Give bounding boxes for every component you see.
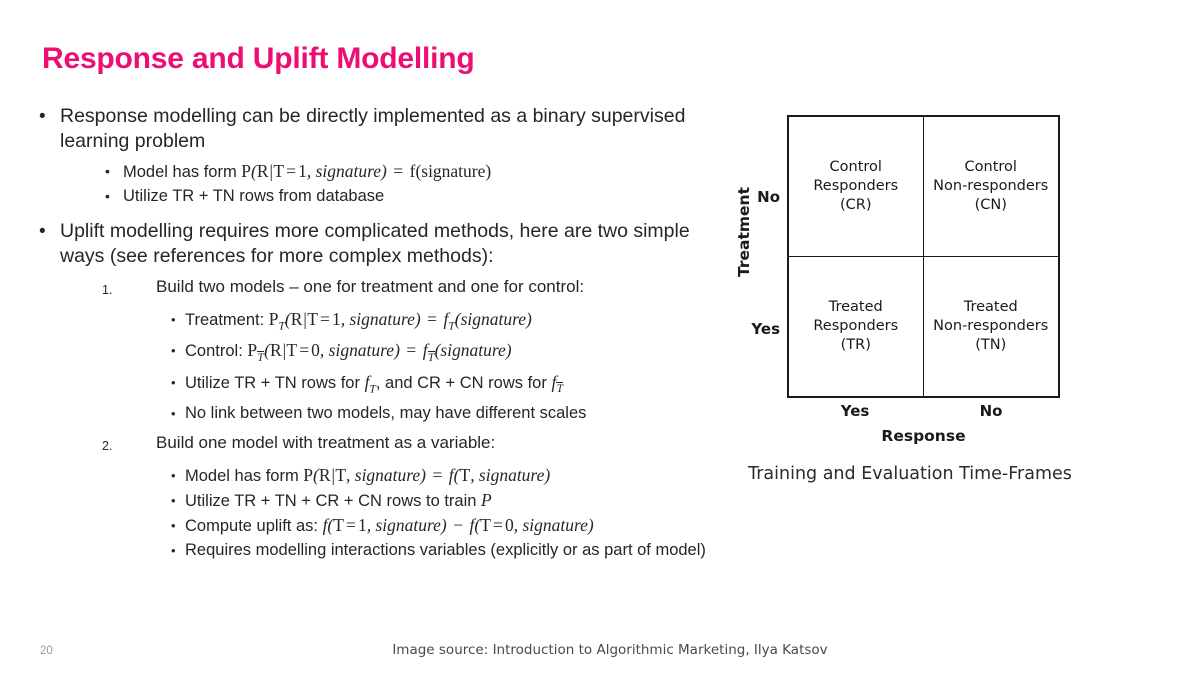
formula-response-model: P(R|T=1, signature) = f(signature) xyxy=(241,161,492,181)
list-item-text: No link between two models, may have dif… xyxy=(185,404,587,423)
list-item-label-2: , and CR + CN rows for xyxy=(375,373,552,392)
formula-f-control: fT xyxy=(551,371,564,396)
col-label-yes: Yes xyxy=(840,402,870,420)
cell-line-3: (TR) xyxy=(840,336,871,353)
page-title: Response and Uplift Modelling xyxy=(42,42,475,75)
matrix-cell-control-non-responders: Control Non-responders (CN) xyxy=(923,117,1058,257)
row-label-yes: Yes xyxy=(751,320,780,338)
matrix-cell-control-responders: Control Responders (CR) xyxy=(789,117,924,257)
matrix-cell-treated-non-responders: Treated Non-responders (TN) xyxy=(924,257,1059,397)
bullet-glyph: • xyxy=(171,374,176,390)
list-item: • Model has form P(R|T=1, signature) = f… xyxy=(38,160,718,184)
numbered-list-item: 1. Build two models – one for treatment … xyxy=(38,275,718,302)
list-item-text: Utilize TR + TN + CR + CN rows to train … xyxy=(185,489,718,513)
bullet-glyph: • xyxy=(171,343,176,359)
matrix-grid: Control Responders (CR) Control Non-resp… xyxy=(787,115,1060,398)
y-axis-label: Treatment xyxy=(735,187,753,278)
body-content: • Response modelling can be directly imp… xyxy=(38,104,718,563)
list-item: • Model has form P(R|T, signature) = f(T… xyxy=(38,464,718,488)
formula-uplift: f(T=1, signature) − f(T=0, signature) xyxy=(322,515,594,536)
list-item-label: Utilize TR + TN rows for xyxy=(185,373,365,392)
list-item-text: Model has form P(R|T, signature) = f(T, … xyxy=(185,464,718,488)
formula-p-symbol: P xyxy=(481,490,492,511)
list-item-text: Utilize TR + TN rows for fT, and CR + CN… xyxy=(185,371,718,401)
list-item-label: Model has form xyxy=(123,163,242,181)
bullet-glyph: • xyxy=(171,543,176,559)
list-item-label: Utilize TR + TN + CR + CN rows to train xyxy=(185,492,482,511)
col-label-no: No xyxy=(979,402,1003,420)
cell-line-2: Responders xyxy=(813,317,899,334)
bullet-glyph: • xyxy=(39,106,46,127)
cell-line-1: Control xyxy=(829,158,882,175)
cell-line-3: (CN) xyxy=(974,196,1007,213)
list-item-text: Utilize TR + TN rows from database xyxy=(123,187,385,205)
list-item-text: Build two models – one for treatment and… xyxy=(156,277,585,296)
x-axis-label: Response xyxy=(881,427,966,445)
numbered-list-item: 2. Build one model with treatment as a v… xyxy=(38,431,718,458)
list-item-label: Treatment: xyxy=(185,311,269,329)
list-item-text: Uplift modelling requires more complicat… xyxy=(60,220,690,267)
list-number: 1. xyxy=(102,283,113,297)
bullet-glyph: • xyxy=(171,406,176,422)
list-item-text: Requires modelling interactions variable… xyxy=(185,541,706,560)
list-item-text: Compute uplift as: f(T=1, signature) − f… xyxy=(185,514,718,538)
bullet-glyph: • xyxy=(171,312,176,327)
list-item: • Compute uplift as: f(T=1, signature) −… xyxy=(38,514,718,538)
list-item-text: Model has form P(R|T=1, signature) = f(s… xyxy=(123,160,718,184)
list-item: • Requires modelling interactions variab… xyxy=(38,539,718,562)
matrix-cell-treated-responders: Treated Responders (TR) xyxy=(789,256,924,396)
formula-single-model: P(R|T, signature) = f(T, signature) xyxy=(303,465,551,486)
list-item: • Utilize TR + TN + CR + CN rows to trai… xyxy=(38,489,718,513)
list-item-text: Build one model with treatment as a vari… xyxy=(156,433,496,453)
cell-line-3: (CR) xyxy=(839,196,872,213)
bullet-glyph: • xyxy=(171,518,176,534)
cell-line-1: Control xyxy=(964,158,1017,175)
list-number: 2. xyxy=(102,439,113,454)
list-item-label: Control: xyxy=(185,342,248,361)
bullet-glyph: • xyxy=(171,468,176,484)
row-label-no: No xyxy=(757,188,780,206)
list-item-text: Control: PT(R|T=0, signature) = fT(signa… xyxy=(185,339,718,369)
formula-f-treatment: fT xyxy=(364,371,376,396)
list-item: • Control: PT(R|T=0, signature) = fT(sig… xyxy=(38,339,718,369)
list-item-label: Compute uplift as: xyxy=(185,517,323,536)
page-number: 20 xyxy=(40,645,53,657)
list-item: • Utilize TR + TN rows for fT, and CR + … xyxy=(38,371,718,401)
list-item-label: Model has form xyxy=(185,467,304,486)
bullet-glyph: • xyxy=(171,493,176,509)
formula-control-model: PT(R|T=0, signature) = fT(signature) xyxy=(247,340,512,364)
list-item: • Uplift modelling requires more complic… xyxy=(38,219,718,269)
bullet-glyph: • xyxy=(105,188,110,204)
formula-treatment-model: PT(R|T=1, signature) = fT(signature) xyxy=(268,309,532,333)
list-item: • No link between two models, may have d… xyxy=(38,402,718,425)
list-item: • Utilize TR + TN rows from database xyxy=(38,185,718,208)
list-item: • Treatment: PT(R|T=1, signature) = fT(s… xyxy=(38,308,718,338)
list-item-text: Response modelling can be directly imple… xyxy=(60,105,686,152)
figure-caption: Training and Evaluation Time-Frames xyxy=(748,464,1072,484)
list-item-text: Treatment: PT(R|T=1, signature) = fT(sig… xyxy=(185,308,718,338)
cell-line-2: Non-responders xyxy=(933,177,1049,194)
bullet-glyph: • xyxy=(105,163,110,179)
list-item: • Response modelling can be directly imp… xyxy=(38,104,718,154)
cell-line-2: Non-responders xyxy=(933,317,1049,334)
image-source-credit: Image source: Introduction to Algorithmi… xyxy=(392,642,828,658)
confusion-matrix-figure: Treatment No Yes Control Responders (CR)… xyxy=(722,110,1082,450)
cell-line-1: Treated xyxy=(963,298,1018,315)
cell-line-3: (TN) xyxy=(975,336,1007,353)
cell-line-1: Treated xyxy=(828,298,883,315)
bullet-glyph: • xyxy=(39,221,46,242)
cell-line-2: Responders xyxy=(813,177,899,194)
